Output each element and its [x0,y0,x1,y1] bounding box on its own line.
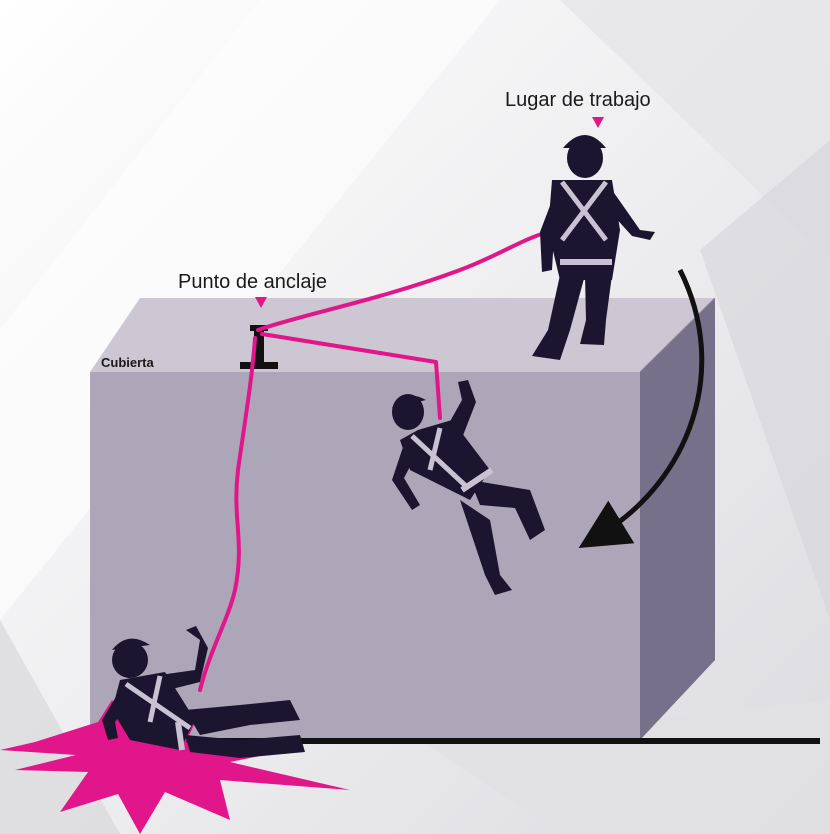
roof-surface [90,298,715,372]
workplace-label: Lugar de trabajo [505,89,651,112]
roof-label: Cubierta [101,355,154,370]
anchor-point-label: Punto de anclaje [178,271,327,294]
